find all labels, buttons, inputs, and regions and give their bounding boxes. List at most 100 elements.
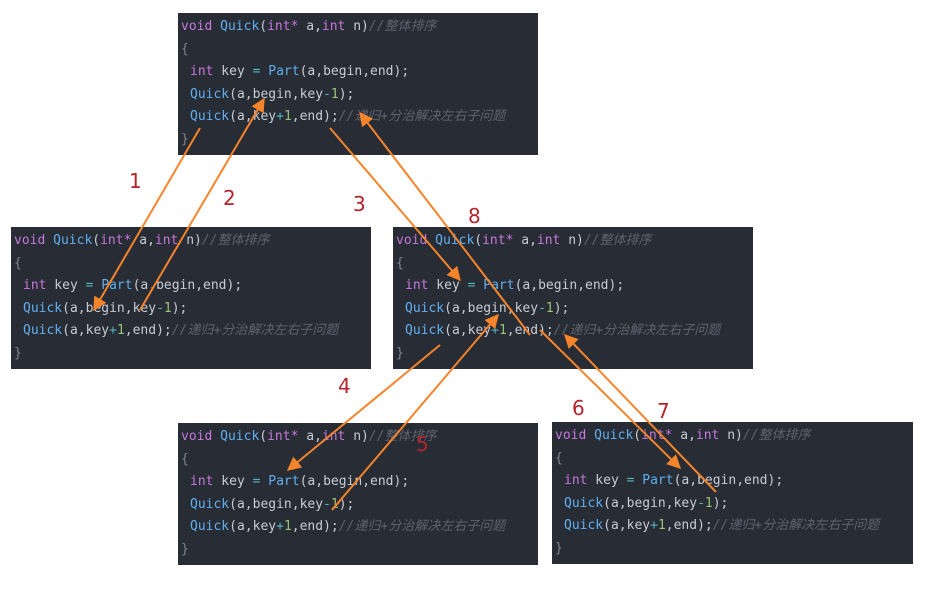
- assign-op: =: [252, 64, 261, 80]
- keyword-void: void: [181, 19, 213, 34]
- function-quick: Quick: [190, 496, 230, 512]
- arrow-5: [331, 313, 499, 511]
- comment-recursion: //递归+分治解决左右子问题: [338, 109, 506, 125]
- param-n: n): [719, 428, 743, 443]
- left-args: (a,begin,key: [62, 300, 157, 316]
- paren: (: [633, 428, 642, 443]
- function-quick: Quick: [190, 519, 230, 535]
- minus-op: -: [538, 300, 546, 316]
- pointer-star: *: [664, 428, 673, 443]
- left-args: (a,begin,key: [603, 495, 698, 511]
- step-label-1: 1: [129, 169, 142, 193]
- param-n: n): [345, 429, 369, 444]
- function-quick: Quick: [405, 300, 445, 316]
- arrow-6: [539, 329, 681, 469]
- step-label-3: 3: [353, 192, 366, 216]
- function-signature-line: void Quick(int* a,int n)//整体排序: [552, 425, 913, 448]
- step-label-2: 2: [223, 186, 236, 210]
- part-args: (a,begin,end);: [299, 474, 410, 490]
- plus-op: +: [109, 323, 117, 339]
- open-brace: {: [181, 41, 189, 57]
- close-brace: }: [14, 346, 22, 361]
- left-args-end: );: [712, 495, 729, 511]
- param-a: a,: [298, 429, 322, 444]
- code-block-root: void Quick(int* a,int n)//整体排序 { int key…: [178, 13, 538, 155]
- comment-sort: //整体排序: [742, 428, 811, 443]
- step-label-6: 6: [572, 396, 585, 420]
- param-a: a,: [298, 19, 322, 34]
- keyword-int: int: [267, 429, 291, 444]
- step-label-8: 8: [468, 204, 481, 228]
- param-n: n): [345, 19, 369, 34]
- step-label-7: 7: [657, 399, 670, 423]
- recursive-right-call-line: Quick(a,key+1,end);//递归+分治解决左右子问题: [552, 515, 913, 538]
- keyword-void: void: [396, 233, 428, 248]
- right-args: (a,key: [229, 519, 277, 535]
- step-label-4: 4: [338, 374, 351, 398]
- recursive-left-call-line: Quick(a,begin,key-1);: [178, 494, 538, 517]
- function-part: Part: [642, 473, 674, 489]
- plus-op: +: [491, 323, 499, 339]
- recursive-left-call-line: Quick(a,begin,key-1);: [11, 298, 371, 321]
- right-args-end: ,end);: [665, 518, 713, 534]
- recursive-right-call-line: Quick(a,key+1,end);//递归+分治解决左右子问题: [393, 320, 753, 343]
- function-signature-line: void Quick(int* a,int n)//整体排序: [178, 426, 538, 449]
- comment-sort: //整体排序: [368, 19, 437, 34]
- keyword-int: int: [482, 233, 506, 248]
- keyword-int: int: [321, 429, 346, 444]
- comment-sort: //整体排序: [368, 429, 437, 444]
- left-args: (a,begin,key: [229, 496, 324, 512]
- right-args-end: ,end);: [291, 519, 339, 535]
- right-args-end: ,end);: [124, 323, 172, 339]
- plus-op: +: [276, 519, 284, 535]
- function-quick: Quick: [564, 495, 604, 511]
- function-quick: Quick: [405, 323, 445, 339]
- recursive-left-call-line: Quick(a,begin,key-1);: [552, 493, 913, 516]
- right-args: (a,key: [62, 323, 110, 339]
- partition-line: int key = Part(a,begin,end);: [11, 275, 371, 298]
- function-part: Part: [483, 278, 515, 294]
- comment-recursion: //递归+分治解决左右子问题: [553, 323, 721, 339]
- var-key: key: [46, 278, 86, 294]
- arrow-7: [564, 333, 717, 493]
- comment-recursion: //递归+分治解决左右子问题: [712, 518, 880, 534]
- part-args: (a,begin,end);: [132, 278, 243, 294]
- code-block-left-child: void Quick(int* a,int n)//整体排序 { int key…: [11, 227, 371, 369]
- paren: (: [92, 233, 101, 248]
- function-quick: Quick: [190, 109, 230, 125]
- function-part: Part: [101, 278, 133, 294]
- keyword-int: int: [564, 473, 588, 489]
- assign-op: =: [467, 278, 476, 294]
- var-key: key: [587, 473, 627, 489]
- close-brace: }: [555, 541, 563, 556]
- close-brace: }: [396, 346, 404, 361]
- step-label-5: 5: [416, 432, 429, 456]
- function-name: Quick: [594, 428, 634, 443]
- function-quick: Quick: [23, 323, 63, 339]
- arrow-2: [139, 97, 265, 311]
- function-name: Quick: [220, 19, 260, 34]
- keyword-void: void: [14, 233, 46, 248]
- param-a: a,: [672, 428, 696, 443]
- keyword-void: void: [181, 429, 213, 444]
- number-one: 1: [283, 519, 292, 535]
- paren: (: [259, 19, 268, 34]
- pointer-star: *: [505, 233, 514, 248]
- keyword-int: int: [536, 233, 561, 248]
- open-brace: {: [555, 450, 563, 466]
- partition-line: int key = Part(a,begin,end);: [178, 471, 538, 494]
- left-args-end: );: [338, 86, 355, 102]
- comment-sort: //整体排序: [201, 233, 270, 248]
- function-name: Quick: [53, 233, 93, 248]
- left-args-end: );: [338, 496, 355, 512]
- left-args-end: );: [171, 300, 188, 316]
- number-one: 1: [163, 300, 172, 316]
- right-args: (a,key: [603, 518, 651, 534]
- number-one: 1: [330, 86, 339, 102]
- number-one: 1: [283, 109, 292, 125]
- code-block-left-grandchild: void Quick(int* a,int n)//整体排序 { int key…: [178, 423, 538, 565]
- number-one: 1: [116, 323, 125, 339]
- keyword-int: int: [695, 428, 720, 443]
- function-quick: Quick: [23, 300, 63, 316]
- number-one: 1: [657, 518, 666, 534]
